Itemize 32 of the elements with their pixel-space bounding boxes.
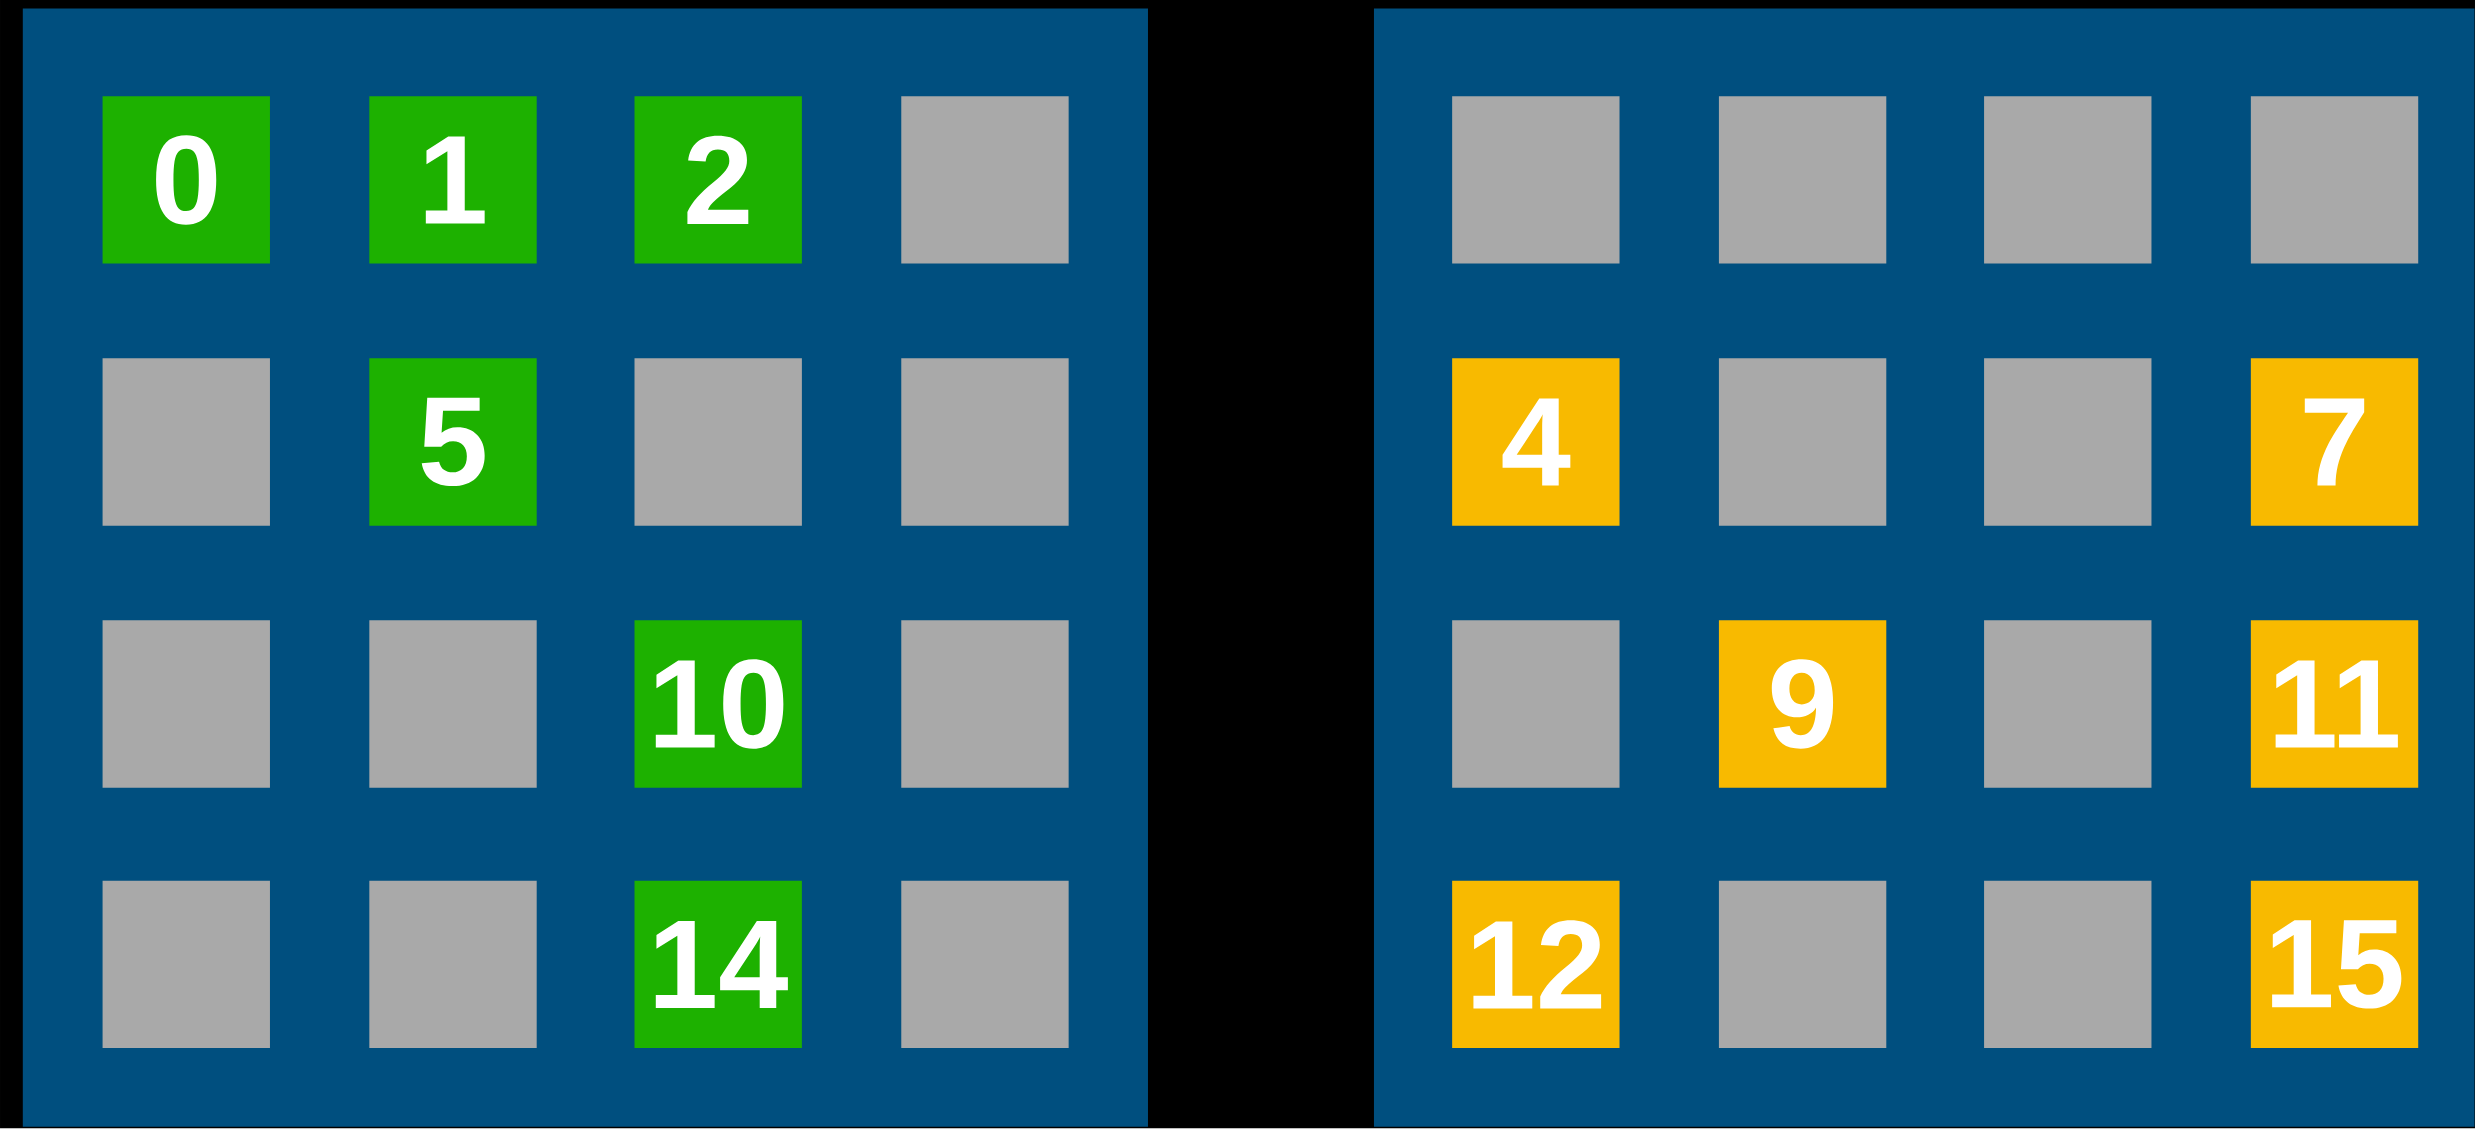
empty-tile bbox=[1452, 620, 1620, 788]
number-tile: 15 bbox=[2250, 880, 2419, 1049]
number-tile: 9 bbox=[1718, 620, 1887, 788]
empty-tile bbox=[369, 620, 537, 788]
empty-tile bbox=[1984, 620, 2152, 788]
empty-tile bbox=[1718, 96, 1887, 264]
number-tile: 1 bbox=[369, 96, 537, 264]
empty-tile bbox=[1452, 96, 1620, 264]
empty-tile bbox=[369, 880, 537, 1049]
number-tile: 0 bbox=[102, 96, 270, 264]
empty-tile bbox=[901, 620, 1069, 788]
empty-tile bbox=[102, 358, 270, 526]
number-tile: 7 bbox=[2250, 358, 2419, 526]
number-tile: 11 bbox=[2250, 620, 2419, 788]
empty-tile bbox=[901, 96, 1069, 264]
empty-tile bbox=[634, 358, 802, 526]
empty-tile bbox=[102, 880, 270, 1049]
empty-tile bbox=[1984, 880, 2152, 1049]
empty-tile bbox=[901, 358, 1069, 526]
number-tile: 2 bbox=[634, 96, 802, 264]
empty-tile bbox=[2250, 96, 2419, 264]
empty-tile bbox=[901, 880, 1069, 1049]
number-tile: 4 bbox=[1452, 358, 1620, 526]
empty-tile bbox=[1984, 358, 2152, 526]
empty-tile bbox=[1718, 880, 1887, 1049]
number-tile: 10 bbox=[634, 620, 802, 788]
empty-tile bbox=[1984, 96, 2152, 264]
number-tile: 12 bbox=[1452, 880, 1620, 1049]
number-tile: 14 bbox=[634, 880, 802, 1049]
number-tile: 5 bbox=[369, 358, 537, 526]
empty-tile bbox=[1718, 358, 1887, 526]
empty-tile bbox=[102, 620, 270, 788]
